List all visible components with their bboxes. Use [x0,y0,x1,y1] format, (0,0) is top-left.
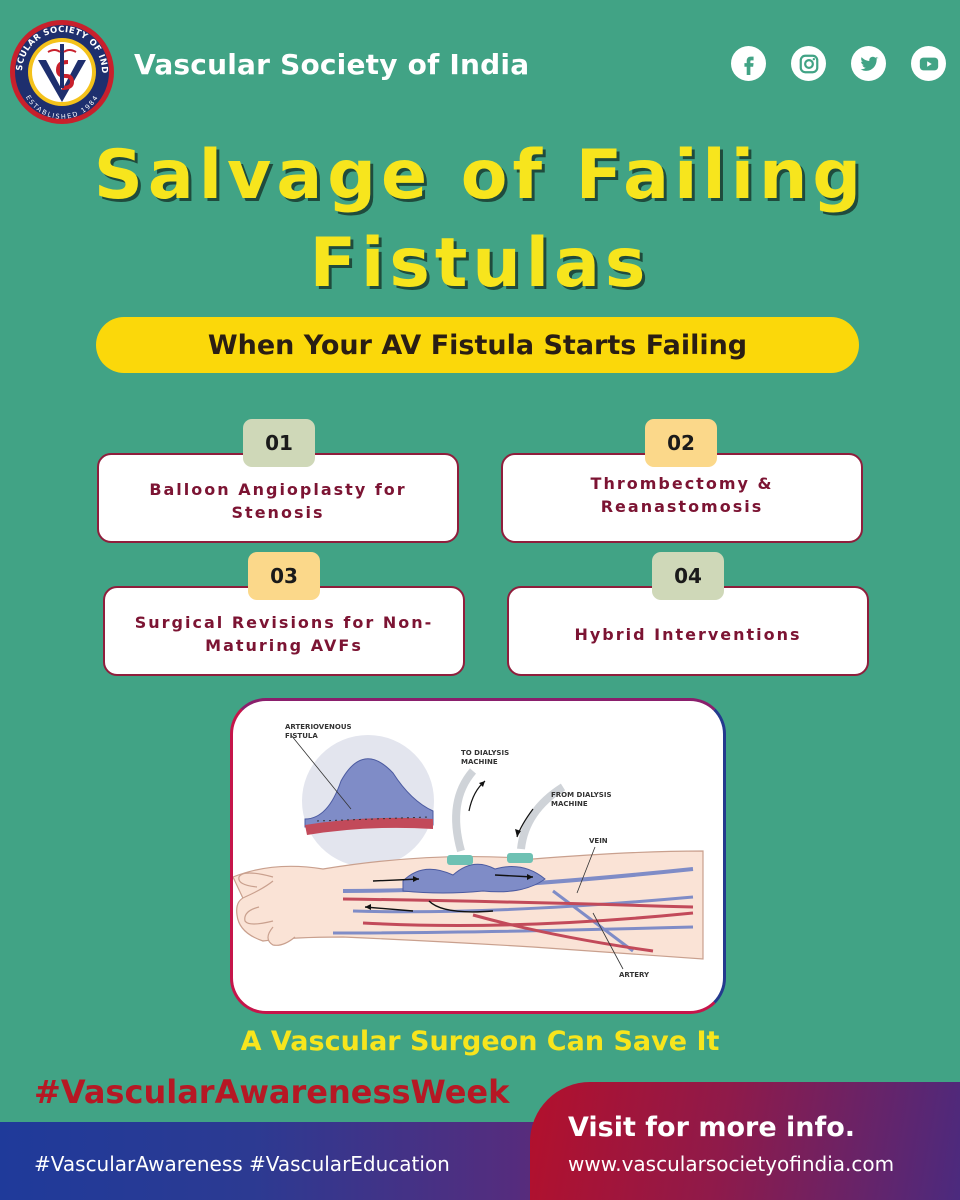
org-name: Vascular Society of India [134,48,530,81]
label-to-machine: MACHINE [461,758,498,766]
footer-hashtags: #VascularAwareness #VascularEducation [34,1152,450,1176]
youtube-icon[interactable] [911,46,946,81]
step-number-2: 02 [645,419,717,467]
step-number-4: 04 [652,552,724,600]
page-title: Salvage of Failing Fistulas [0,132,960,308]
footer-left-band [0,1122,560,1200]
av-fistula-illustration: ARTERIOVENOUS FISTULA [230,698,726,1014]
label-vein: VEIN [589,837,608,845]
visit-text: Visit for more info. [568,1112,856,1143]
twitter-icon[interactable] [851,46,886,81]
step-number-1: 01 [243,419,315,467]
label-from-machine: MACHINE [551,800,588,808]
label-from-dialysis: FROM DIALYSIS [551,791,611,799]
step-card-2: Thrombectomy & Reanastomosis [501,453,863,543]
footer-right-band [530,1082,960,1200]
label-artery: ARTERY [619,971,650,979]
label-fistula: FISTULA [285,732,318,740]
subtitle-banner: When Your AV Fistula Starts Failing [96,317,859,373]
title-line-1: Salvage of Failing [93,136,867,215]
tagline: A Vascular Surgeon Can Save It [240,1026,720,1057]
facebook-icon[interactable] [731,46,766,81]
step-number-3: 03 [248,552,320,600]
website-link[interactable]: www.vascularsocietyofindia.com [568,1152,895,1176]
label-arteriovenous: ARTERIOVENOUS [285,723,352,731]
label-to-dialysis: TO DIALYSIS [461,749,509,757]
step-card-3: Surgical Revisions for Non-Maturing AVFs [103,586,465,676]
social-links [731,46,946,81]
instagram-icon[interactable] [791,46,826,81]
title-line-2: Fistulas [309,224,651,303]
vsi-logo: VASCULAR SOCIETY OF INDIA ESTABLISHED 19… [5,11,116,126]
step-card-4: Hybrid Interventions [507,586,869,676]
hashtag-main: #VascularAwarenessWeek [34,1073,510,1111]
